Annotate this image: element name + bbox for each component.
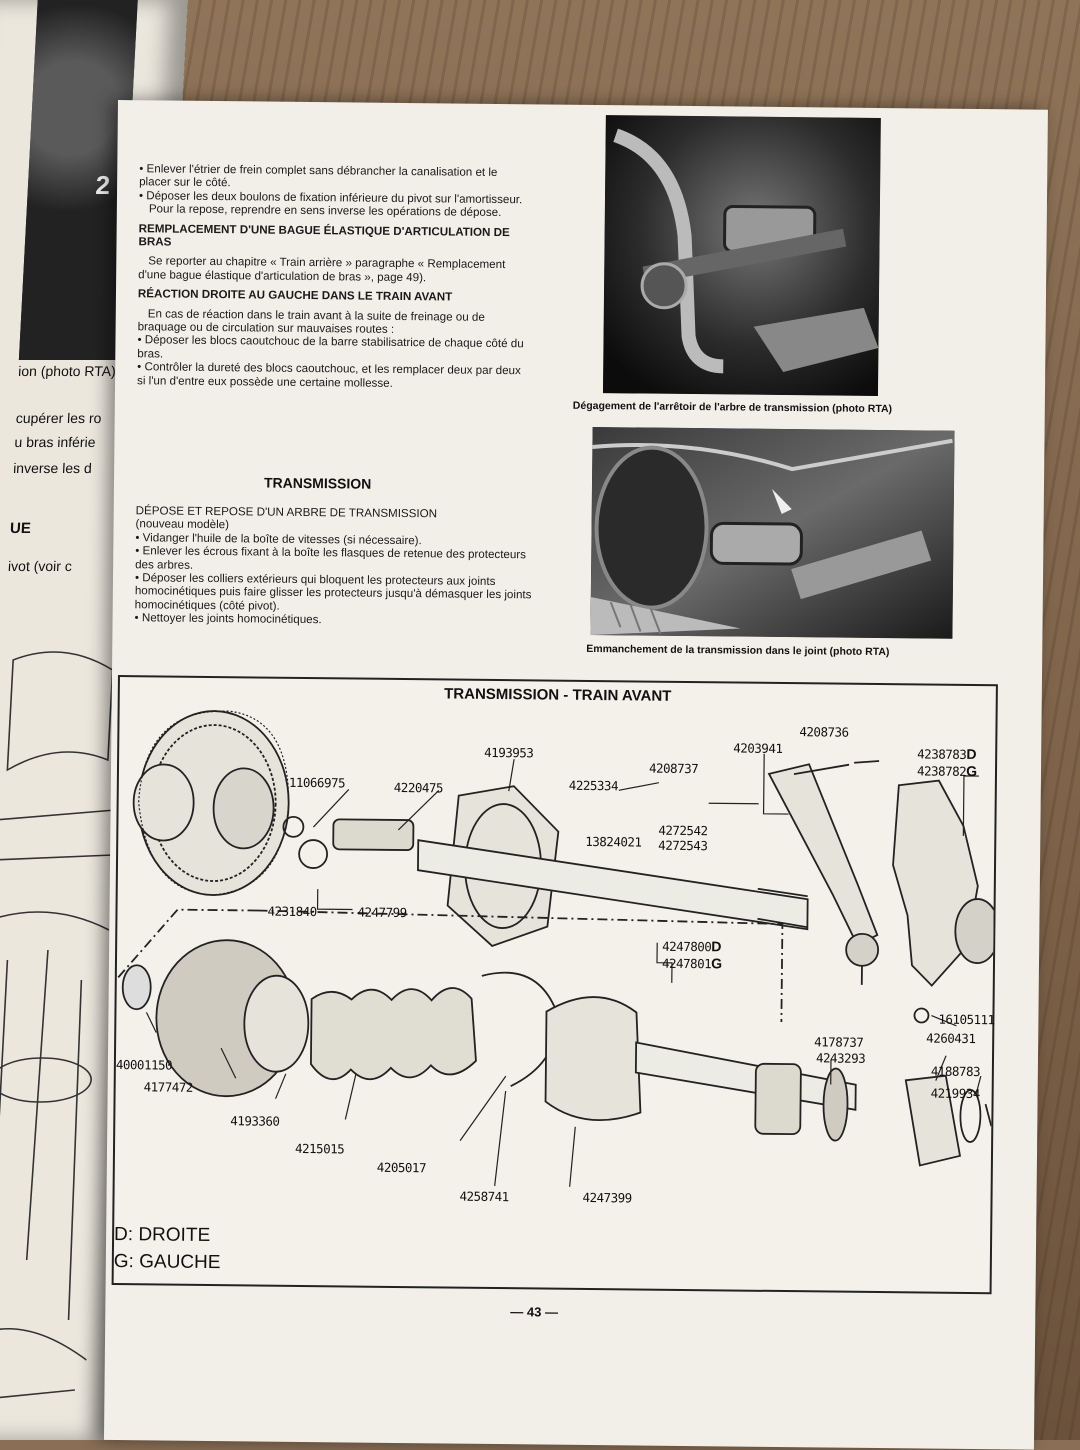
text-column-bottom: DÉPOSE ET REPOSE D'UN ARBRE DE TRANSMISS… — [135, 504, 536, 629]
part-label: 4272543 — [658, 837, 708, 854]
left-fragment: ion (photo RTA) — [17, 363, 117, 379]
part-label: 4258741 — [459, 1188, 509, 1205]
left-fragment: inverse les d — [12, 460, 93, 476]
part-label: 4215015 — [294, 1140, 345, 1157]
left-fragment: UE — [9, 520, 32, 537]
part-label: 4247399 — [582, 1189, 632, 1206]
text-column-top: • Enlever l'étrier de frein complet sans… — [137, 162, 529, 391]
part-label: 4260431 — [926, 1030, 976, 1047]
paragraph: • Déposer les blocs caoutchouc de la bar… — [137, 333, 524, 361]
right-page: • Enlever l'étrier de frein complet sans… — [103, 100, 1048, 1450]
part-label: 4243293 — [815, 1050, 866, 1066]
paragraph: • Nettoyer les joints homocinétiques. — [134, 611, 322, 627]
part-label: 4219934 — [930, 1085, 980, 1102]
left-page: 2 ion (photo RTA) cupérer les ro u bras … — [0, 0, 188, 1440]
photo-transmission-stop — [602, 115, 881, 396]
part-label: 4178737 — [814, 1034, 864, 1050]
part-label: 4272542 — [658, 822, 708, 839]
page-number: — 43 — — [510, 1304, 559, 1320]
part-label: 4247800D — [662, 938, 722, 955]
paragraph: • Enlever l'étrier de frein complet sans… — [139, 162, 498, 190]
diagram-drawing — [116, 710, 996, 1187]
paragraph: • Contrôler la dureté des blocs caoutcho… — [136, 360, 521, 390]
photo-transmission-joint — [590, 426, 955, 639]
part-label: 4208736 — [799, 724, 849, 740]
part-label: 13824021 — [585, 833, 642, 850]
paragraph: Se reporter au chapitre « Train arrière … — [138, 254, 506, 285]
exploded-diagram: TRANSMISSION - TRAIN AVANT — [111, 675, 998, 1295]
part-label: 4203941 — [733, 740, 783, 756]
photo-caption: Dégagement de l'arrêtoir de l'arbre de t… — [572, 399, 893, 416]
paragraph: • Enlever les écrous fixant à la boîte l… — [135, 544, 527, 572]
part-label: 4225334 — [568, 777, 619, 794]
paragraph: En cas de réaction dans le train avant à… — [137, 306, 485, 336]
photo-caption: Emmanchement de la transmission dans le … — [586, 642, 890, 659]
subheading: REMPLACEMENT D'UNE BAGUE ÉLASTIQUE D'ART… — [138, 221, 510, 249]
left-fragment: cupérer les ro — [15, 410, 102, 426]
part-label: 4193953 — [484, 744, 534, 761]
left-fragment: u bras inférie — [14, 434, 96, 450]
section-title: TRANSMISSION — [263, 474, 372, 492]
paragraph: • Déposer les colliers extérieurs qui bl… — [134, 571, 532, 613]
part-label: 4188783 — [930, 1063, 981, 1080]
part-label: 4238782G — [916, 762, 977, 780]
part-label: 4193360 — [230, 1113, 280, 1129]
part-label: 4247799 — [357, 904, 407, 921]
part-label: 4238783D — [917, 745, 977, 763]
part-label: 4177472 — [143, 1079, 193, 1095]
part-label: 11066975 — [288, 774, 346, 791]
part-label: 4231840 — [267, 903, 317, 920]
left-photo-number: 2 — [94, 170, 111, 200]
legend-gauche: G: GAUCHE — [113, 1251, 221, 1274]
part-label: 4208737 — [648, 760, 699, 777]
part-label: 4220475 — [393, 779, 444, 796]
diagram-legend: D: DROITE G: GAUCHE — [114, 1221, 221, 1276]
left-fragment: ivot (voir c — [7, 558, 73, 574]
legend-droite: D: DROITE — [114, 1224, 211, 1247]
left-page-drawing — [0, 651, 116, 1401]
part-label: 16105111 — [938, 1011, 995, 1028]
part-label: 4205017 — [376, 1159, 427, 1176]
part-label: 40001150 — [115, 1057, 173, 1073]
part-label: 4247801G — [661, 955, 722, 972]
